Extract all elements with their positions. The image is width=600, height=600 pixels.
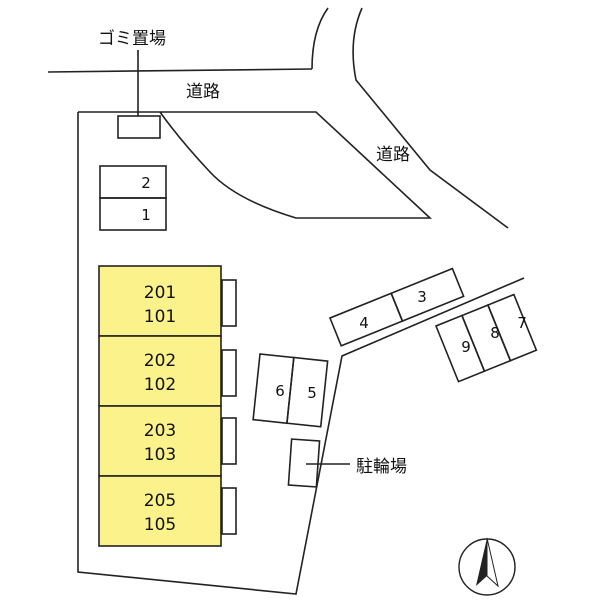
unit-2-upper: 202 xyxy=(144,351,176,371)
unit-block-4 xyxy=(98,475,222,547)
unit-3-lower: 103 xyxy=(144,445,176,465)
north-arrow-icon xyxy=(458,537,516,596)
unit-block-2 xyxy=(98,335,222,407)
bicycle-area xyxy=(287,438,321,488)
road-line-top xyxy=(47,68,313,73)
balcony-3 xyxy=(221,417,237,465)
road-label-top: 道路 xyxy=(186,82,220,102)
parking-slot-7-box xyxy=(486,293,538,362)
parking-slot-6: 6 xyxy=(275,382,285,400)
garbage-area xyxy=(117,115,161,139)
bicycle-label: 駐輪場 xyxy=(356,457,407,477)
parking-slot-1-box xyxy=(99,197,167,231)
parking-slot-5-box xyxy=(286,356,329,428)
balcony-4 xyxy=(221,487,237,535)
parking-slot-9: 9 xyxy=(461,338,471,356)
garbage-label: ゴミ置場 xyxy=(98,28,166,49)
parking-slot-1: 1 xyxy=(141,206,151,224)
parking-slot-4: 4 xyxy=(359,314,369,332)
unit-3-upper: 203 xyxy=(144,421,176,441)
parking-slot-3: 3 xyxy=(417,288,427,306)
road-line-upper-right xyxy=(352,7,509,229)
parking-slot-7: 7 xyxy=(517,314,527,332)
parking-slot-3-box xyxy=(390,267,465,323)
unit-4-lower: 105 xyxy=(144,515,176,535)
unit-1-lower: 101 xyxy=(144,307,176,327)
road-line-upper-left xyxy=(311,7,329,70)
road-label-right: 道路 xyxy=(376,145,410,165)
unit-1-upper: 201 xyxy=(144,283,176,303)
balcony-2 xyxy=(221,349,237,397)
site-boundary xyxy=(77,111,525,595)
unit-block-1 xyxy=(98,265,222,337)
parking-slot-5: 5 xyxy=(307,384,317,402)
parking-slot-2-box xyxy=(99,165,167,199)
unit-2-lower: 102 xyxy=(144,375,176,395)
parking-slot-8: 8 xyxy=(490,324,500,342)
unit-4-upper: 205 xyxy=(144,491,176,511)
parking-slot-2: 2 xyxy=(141,174,151,192)
balcony-1 xyxy=(221,279,237,327)
parking-slot-9-box xyxy=(434,314,486,383)
unit-block-3 xyxy=(98,405,222,477)
